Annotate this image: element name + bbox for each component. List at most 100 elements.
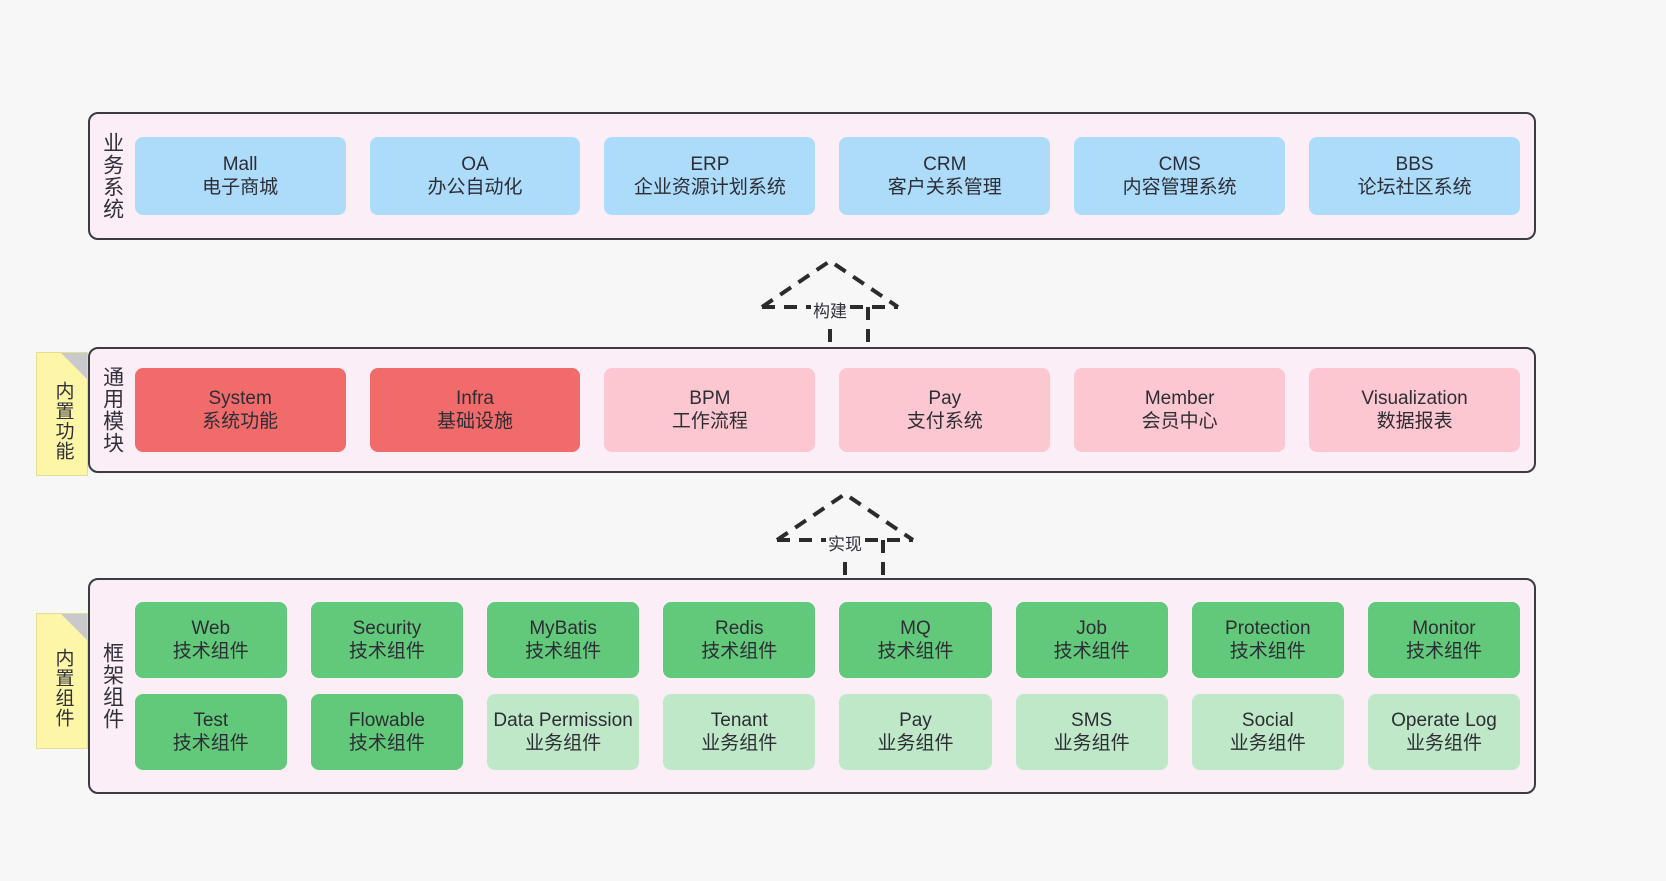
node-subtitle: 工作流程 bbox=[671, 411, 748, 432]
node-title: Social bbox=[1241, 709, 1294, 731]
note-builtin-component-label: 内置组件 bbox=[52, 648, 74, 728]
node-subtitle: 数据报表 bbox=[1376, 411, 1453, 432]
node-data-permission[interactable]: Data Permission 业务组件 bbox=[487, 694, 640, 770]
node-title: Web bbox=[191, 617, 231, 639]
node-job[interactable]: Job 技术组件 bbox=[1015, 602, 1168, 678]
node-operate-log[interactable]: Operate Log 业务组件 bbox=[1367, 694, 1521, 770]
layer-body-business-system: Mall 电子商城 OA 办公自动化 ERP 企业资源计划系统 CRM 客户关系… bbox=[129, 114, 1534, 238]
node-test[interactable]: Test 技术组件 bbox=[134, 694, 287, 770]
node-subtitle: 技术组件 bbox=[348, 641, 425, 662]
node-title: Infra bbox=[455, 387, 495, 409]
node-title: Operate Log bbox=[1391, 709, 1497, 731]
node-subtitle: 技术组件 bbox=[1053, 641, 1130, 662]
note-fold-icon bbox=[61, 614, 87, 640]
node-redis[interactable]: Redis 技术组件 bbox=[663, 602, 816, 678]
layer-title-common-module: 通用模块 bbox=[100, 366, 124, 454]
node-sms[interactable]: SMS 业务组件 bbox=[1015, 694, 1168, 770]
node-security[interactable]: Security 技术组件 bbox=[310, 602, 464, 678]
node-bpm[interactable]: BPM 工作流程 bbox=[604, 368, 816, 452]
node-visualization[interactable]: Visualization 数据报表 bbox=[1309, 368, 1521, 452]
node-crm[interactable]: CRM 客户关系管理 bbox=[839, 137, 1051, 215]
node-title: BPM bbox=[689, 387, 731, 409]
node-title: MQ bbox=[900, 617, 931, 639]
node-subtitle: 技术组件 bbox=[1405, 641, 1482, 662]
node-row: Web 技术组件 Security 技术组件 MyBatis 技术组件 Redi… bbox=[134, 602, 1521, 678]
node-row: Mall 电子商城 OA 办公自动化 ERP 企业资源计划系统 CRM 客户关系… bbox=[134, 137, 1521, 215]
node-subtitle: 业务组件 bbox=[701, 733, 778, 754]
node-title: CRM bbox=[923, 153, 967, 175]
note-fold-icon bbox=[61, 353, 87, 379]
node-title: System bbox=[208, 387, 272, 409]
node-protection[interactable]: Protection 技术组件 bbox=[1191, 602, 1344, 678]
node-subtitle: 会员中心 bbox=[1141, 411, 1218, 432]
implement-arrow-label: 实现 bbox=[826, 530, 864, 555]
build-arrow: 构建 bbox=[750, 255, 910, 347]
node-subtitle: 技术组件 bbox=[701, 641, 778, 662]
node-title: Visualization bbox=[1361, 387, 1468, 409]
layer-framework-component[interactable]: 框架组件 Web 技术组件 Security 技术组件 MyBatis 技术组件… bbox=[88, 578, 1536, 794]
node-subtitle: 业务组件 bbox=[525, 733, 602, 754]
node-subtitle: 技术组件 bbox=[1229, 641, 1306, 662]
note-builtin-function-label: 内置功能 bbox=[52, 381, 74, 461]
node-title: CMS bbox=[1158, 153, 1201, 175]
node-title: Test bbox=[193, 709, 229, 731]
node-title: Protection bbox=[1225, 617, 1311, 639]
node-subtitle: 业务组件 bbox=[1053, 733, 1130, 754]
node-monitor[interactable]: Monitor 技术组件 bbox=[1367, 602, 1521, 678]
node-bbs[interactable]: BBS 论坛社区系统 bbox=[1309, 137, 1521, 215]
node-pay[interactable]: Pay 支付系统 bbox=[839, 368, 1051, 452]
node-subtitle: 内容管理系统 bbox=[1122, 177, 1237, 198]
layer-body-framework-component: Web 技术组件 Security 技术组件 MyBatis 技术组件 Redi… bbox=[129, 580, 1534, 792]
node-title: Flowable bbox=[348, 709, 425, 731]
node-title: Member bbox=[1144, 387, 1215, 409]
node-erp[interactable]: ERP 企业资源计划系统 bbox=[604, 137, 816, 215]
node-subtitle: 论坛社区系统 bbox=[1357, 177, 1472, 198]
layer-title-framework-component: 框架组件 bbox=[100, 642, 124, 730]
node-title: Tenant bbox=[710, 709, 768, 731]
node-title: Security bbox=[352, 617, 422, 639]
node-subtitle: 业务组件 bbox=[877, 733, 954, 754]
node-subtitle: 技术组件 bbox=[172, 641, 249, 662]
node-title: Pay bbox=[899, 709, 932, 731]
node-row: System 系统功能 Infra 基础设施 BPM 工作流程 Pay 支付系统… bbox=[134, 368, 1521, 452]
node-title: Pay bbox=[928, 387, 962, 409]
node-oa[interactable]: OA 办公自动化 bbox=[369, 137, 581, 215]
implement-arrow: 实现 bbox=[765, 488, 925, 580]
node-subtitle: 办公自动化 bbox=[427, 177, 523, 198]
note-builtin-function[interactable]: 内置功能 bbox=[36, 352, 88, 476]
node-flowable[interactable]: Flowable 技术组件 bbox=[310, 694, 464, 770]
node-subtitle: 技术组件 bbox=[877, 641, 954, 662]
layer-common-module[interactable]: 通用模块 System 系统功能 Infra 基础设施 BPM 工作流程 Pay… bbox=[88, 347, 1536, 473]
node-title: OA bbox=[461, 153, 489, 175]
node-infra[interactable]: Infra 基础设施 bbox=[369, 368, 581, 452]
node-cms[interactable]: CMS 内容管理系统 bbox=[1074, 137, 1286, 215]
note-builtin-component[interactable]: 内置组件 bbox=[36, 613, 88, 749]
node-system[interactable]: System 系统功能 bbox=[134, 368, 346, 452]
node-subtitle: 技术组件 bbox=[525, 641, 602, 662]
node-member[interactable]: Member 会员中心 bbox=[1074, 368, 1286, 452]
node-mq[interactable]: MQ 技术组件 bbox=[839, 602, 992, 678]
node-title: SMS bbox=[1071, 709, 1113, 731]
layer-business-system[interactable]: 业务系统 Mall 电子商城 OA 办公自动化 ERP 企业资源计划系统 CRM… bbox=[88, 112, 1536, 240]
node-subtitle: 支付系统 bbox=[906, 411, 983, 432]
node-mall[interactable]: Mall 电子商城 bbox=[134, 137, 346, 215]
node-title: ERP bbox=[690, 153, 730, 175]
node-subtitle: 技术组件 bbox=[348, 733, 425, 754]
node-pay-component[interactable]: Pay 业务组件 bbox=[839, 694, 992, 770]
node-social[interactable]: Social 业务组件 bbox=[1191, 694, 1344, 770]
node-row: Test 技术组件 Flowable 技术组件 Data Permission … bbox=[134, 694, 1521, 770]
node-mybatis[interactable]: MyBatis 技术组件 bbox=[487, 602, 640, 678]
node-title: Redis bbox=[714, 617, 764, 639]
node-title: Mall bbox=[222, 153, 258, 175]
node-subtitle: 业务组件 bbox=[1405, 733, 1482, 754]
build-arrow-label: 构建 bbox=[811, 297, 849, 322]
node-title: Monitor bbox=[1412, 617, 1476, 639]
node-subtitle: 业务组件 bbox=[1229, 733, 1306, 754]
node-web[interactable]: Web 技术组件 bbox=[134, 602, 287, 678]
node-title: BBS bbox=[1395, 153, 1434, 175]
node-tenant[interactable]: Tenant 业务组件 bbox=[663, 694, 816, 770]
layer-title-business-system: 业务系统 bbox=[100, 132, 124, 220]
node-title: Data Permission bbox=[493, 709, 633, 731]
node-subtitle: 客户关系管理 bbox=[887, 177, 1002, 198]
